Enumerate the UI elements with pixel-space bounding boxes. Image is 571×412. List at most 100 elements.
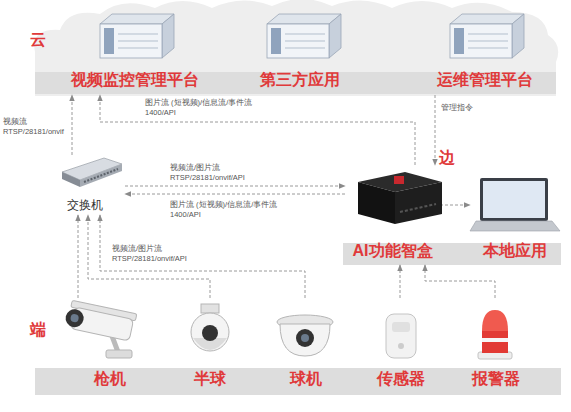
end-tier: 端枪机半球球机传感器报警器 (28, 292, 563, 397)
server-slot (468, 41, 508, 42)
dashed-connector (440, 205, 470, 206)
camera-mount (106, 350, 132, 358)
camera-body (191, 313, 229, 351)
server-icon (267, 14, 341, 58)
server-slot (118, 34, 158, 35)
server-top (100, 14, 174, 24)
switch-front (62, 172, 80, 187)
camera-lens (296, 329, 314, 347)
switch-ports (84, 169, 118, 182)
dashed-connector (435, 95, 436, 165)
laptop-screen (483, 181, 545, 218)
node-label: 运维管理平台 (410, 70, 560, 90)
platform-node: 视频监控管理平台 (60, 5, 210, 95)
camera-dome (280, 324, 330, 356)
server-icon (100, 14, 174, 58)
node-label: 第三方应用 (235, 70, 365, 90)
server-front (450, 24, 512, 58)
connector-label: 图片流 (短视频)/信息流/事件流 1400/API (145, 98, 265, 117)
dashed-connector (400, 265, 401, 298)
connector-label: 管理指令 (441, 103, 491, 113)
dashed-connector (100, 215, 305, 298)
dashed-connector (125, 186, 345, 187)
laptop-icon (470, 178, 560, 231)
camera-lens-glass (70, 313, 79, 322)
server-side (162, 14, 174, 58)
server-side (329, 14, 341, 58)
dashed-connector (125, 194, 345, 195)
camera-lens-glass (301, 334, 309, 342)
node-label: 报警器 (448, 369, 543, 389)
tier-label: 云 (30, 30, 46, 50)
node-label: 视频监控管理平台 (60, 70, 210, 90)
server-grill (104, 28, 114, 54)
node-label: 半球 (165, 369, 255, 389)
dashed-connector (100, 95, 415, 165)
server-top (450, 14, 524, 24)
dashed-connector (72, 95, 73, 155)
node-label: 球机 (258, 369, 353, 389)
ai-box-right (395, 182, 442, 224)
platform-node: 第三方应用 (235, 5, 365, 95)
device-node: 报警器 (448, 298, 543, 395)
dashed-connector (88, 215, 210, 298)
bullet-camera-icon (64, 300, 137, 358)
server-slot (285, 41, 325, 42)
server-slot (468, 34, 508, 35)
ptz-camera-icon (191, 304, 229, 351)
node-label: 交换机 (45, 198, 125, 212)
device-node: 传感器 (353, 298, 448, 395)
dashed-connector (78, 215, 79, 298)
server-front (267, 24, 329, 58)
dome-camera-icon (277, 315, 333, 356)
end-label-strip (35, 368, 561, 395)
camera-mount (201, 304, 219, 313)
node-label: 传感器 (353, 369, 448, 389)
node-label: 枪机 (55, 369, 165, 389)
server-icon (450, 14, 524, 58)
switch-node: 交换机 (45, 155, 125, 215)
connector-label: 视频流 RTSP/28181/onvif (3, 117, 69, 136)
switch-icon (62, 158, 122, 187)
server-slot (118, 41, 158, 42)
edge-tier: 边 AI功能智盒 本地应用 (340, 146, 562, 268)
device-node: 球机 (258, 298, 353, 395)
server-grill (271, 28, 281, 54)
ai-box-left (358, 182, 395, 224)
server-slot (285, 34, 325, 35)
alarm-body (482, 330, 508, 353)
ai-box-ports (400, 204, 436, 212)
node-label: 本地应用 (470, 241, 560, 261)
switch-side (80, 164, 122, 187)
laptop-screen-frame (480, 178, 548, 221)
server-slot (118, 48, 158, 49)
node-label: AI功能智盒 (345, 241, 440, 261)
tier-label: 边 (439, 148, 455, 168)
cloud-tier: 云视频监控管理平台 第三方应用 运维管理平台 (28, 0, 563, 97)
sensor-body (386, 314, 416, 358)
server-front (100, 24, 162, 58)
device-node: 枪机 (55, 298, 165, 395)
platform-node: 运维管理平台 (410, 5, 560, 95)
tier-label: 端 (30, 320, 46, 340)
device-node: AI功能智盒 (345, 165, 440, 265)
server-slot (468, 48, 508, 49)
server-top (267, 14, 341, 24)
laptop-base (470, 221, 560, 231)
connector-label: 视频流/图片流 RTSP/28181/onvif/API (112, 244, 207, 263)
connector-label: 图片流 (短视频)/信息流/事件流 1400/API (170, 200, 290, 219)
ai-box-logo (394, 176, 404, 184)
alarm-band (482, 338, 508, 342)
dashed-connector (425, 265, 495, 298)
camera-lens (202, 325, 218, 341)
sensor-window (392, 322, 410, 332)
device-node: 本地应用 (470, 165, 560, 265)
sensor-led (398, 343, 404, 349)
camera-lens (64, 308, 85, 329)
alarm-dome (482, 310, 508, 331)
ai-box-icon (358, 172, 442, 224)
server-grill (454, 28, 464, 54)
sensor-icon (386, 314, 416, 358)
connector-label: 视频流/图片流 RTSP/28181/onvif/API (170, 163, 265, 182)
